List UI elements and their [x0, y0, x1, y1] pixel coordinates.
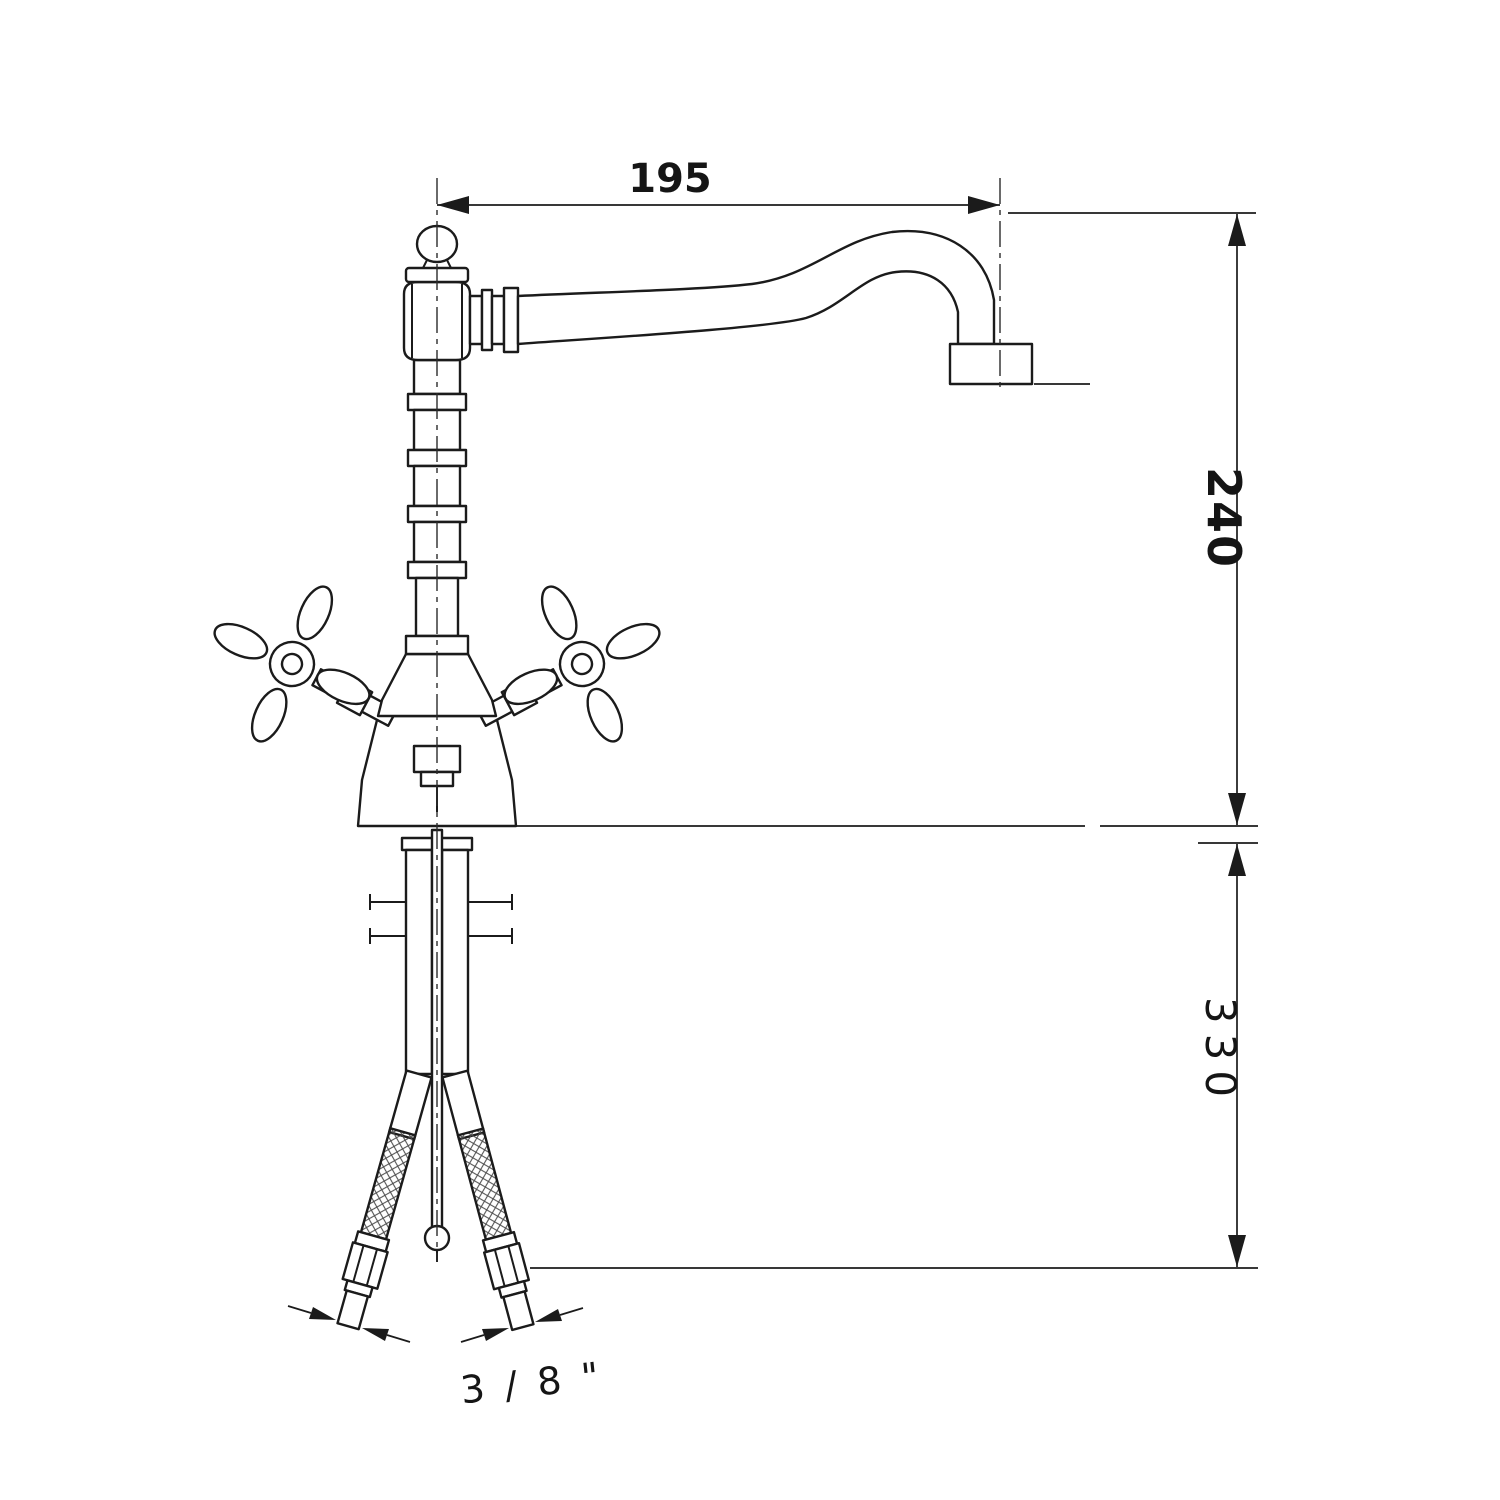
right-cross-handle — [503, 585, 661, 743]
dim-label-depth: 330 — [1196, 997, 1245, 1107]
braided-section — [456, 1127, 513, 1242]
dim-arrow-icon — [1228, 793, 1246, 825]
handle-knob — [250, 687, 288, 743]
dim-arrow-icon — [362, 1328, 389, 1341]
dim-arrow-icon — [535, 1309, 562, 1322]
handle-knob — [503, 668, 559, 706]
hose-end — [336, 1289, 370, 1331]
dim-arrow-icon — [968, 196, 1000, 214]
dim-arrow-icon — [482, 1328, 509, 1341]
below-deck-assembly — [336, 828, 535, 1332]
dim-arrow-icon — [1228, 1235, 1246, 1267]
faucet-body — [213, 224, 1034, 828]
dim-arrow-icon — [309, 1307, 336, 1320]
handle-knob — [296, 585, 334, 641]
braided-section — [359, 1126, 417, 1241]
spout-outlet — [948, 342, 1034, 386]
dim-arrow-icon — [1228, 844, 1246, 876]
dim-arrow-icon — [437, 196, 469, 214]
spout — [516, 229, 996, 346]
handle-knob — [586, 687, 624, 743]
inlet-tube-left — [404, 848, 434, 1076]
handle-knob — [315, 668, 371, 706]
dim-label-height: 240 — [1197, 467, 1251, 569]
inlet-tube-right — [440, 848, 470, 1076]
hose-end — [502, 1290, 535, 1332]
spout-collar — [468, 286, 520, 354]
handle-knob — [213, 622, 269, 660]
dim-label-spout-reach: 195 — [628, 156, 712, 202]
thread-size-label: 3 / 8 " — [458, 1354, 605, 1413]
thread-dimension-arrows — [287, 1305, 584, 1343]
supply-hose-right — [441, 1069, 535, 1332]
left-cross-handle — [213, 585, 371, 743]
supply-hose-left — [336, 1069, 433, 1331]
handle-knob — [540, 585, 578, 641]
dimension-lines — [358, 196, 1258, 1269]
handle-knob — [605, 622, 661, 660]
dim-arrow-icon — [1228, 214, 1246, 246]
